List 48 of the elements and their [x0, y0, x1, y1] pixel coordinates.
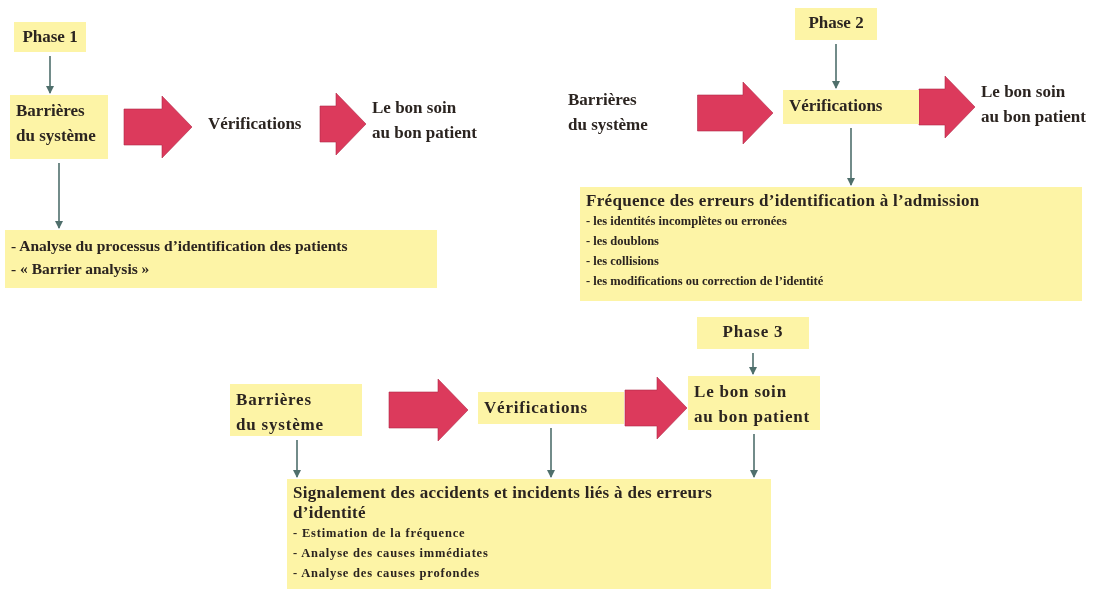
arrow [46, 55, 54, 94]
list-item: - « Barrier analysis » [11, 259, 151, 280]
arrow [847, 127, 855, 186]
node-label: Barrières du système [568, 89, 649, 136]
phase-label: Phase 3 [721, 322, 785, 342]
node-label: Vérifications [484, 397, 589, 419]
list-item: - les doublons [586, 233, 660, 250]
text-box [697, 317, 809, 349]
list-item: - les identités incomplètes ou erronées [586, 213, 788, 230]
text-box [287, 479, 771, 589]
list-item: - Estimation de la fréquence [293, 525, 467, 542]
block-arrow [319, 92, 367, 156]
list-item: - Analyse des causes immédiates [293, 545, 490, 562]
arrow [750, 433, 758, 478]
text-box [580, 187, 1082, 301]
block-arrow [123, 95, 193, 159]
text-box [14, 22, 86, 52]
text-box [5, 230, 437, 288]
text-box [783, 90, 919, 124]
phase-label: Phase 2 [807, 13, 865, 33]
list-item: - les modifications ou correction de l’identité [586, 273, 825, 290]
phase-label: Phase 1 [21, 27, 79, 47]
text-box [478, 392, 624, 424]
node-label: Barrières du système [236, 389, 325, 436]
arrow [749, 352, 757, 375]
block-arrow [918, 75, 976, 139]
text-box [230, 384, 362, 436]
text-box [795, 8, 877, 40]
list-item: - Analyse du processus d’identification des patients [11, 236, 349, 256]
node-label: Barrières du système [16, 100, 97, 147]
node-label: Le bon soin au bon patient [981, 81, 1087, 128]
box-heading: Signalement des accidents et incidents liés à des erreurs d’identité [293, 483, 714, 523]
node-label: Vérifications [789, 95, 884, 117]
node-label: Le bon soin au bon patient [372, 97, 478, 144]
arrow [55, 162, 63, 229]
box-heading: Fréquence des erreurs d’identification à l’admission [586, 191, 981, 211]
node-label: Le bon soin au bon patient [694, 381, 812, 428]
arrow [293, 439, 301, 478]
list-item: - les collisions [586, 253, 660, 270]
arrow [547, 427, 555, 478]
block-arrow [697, 81, 774, 145]
list-item: - Analyse des causes profondes [293, 565, 481, 582]
node-label: Vérifications [208, 113, 303, 135]
text-box [10, 95, 108, 159]
arrow [832, 43, 840, 89]
block-arrow [624, 376, 688, 440]
block-arrow [388, 378, 469, 442]
text-box [688, 376, 820, 430]
